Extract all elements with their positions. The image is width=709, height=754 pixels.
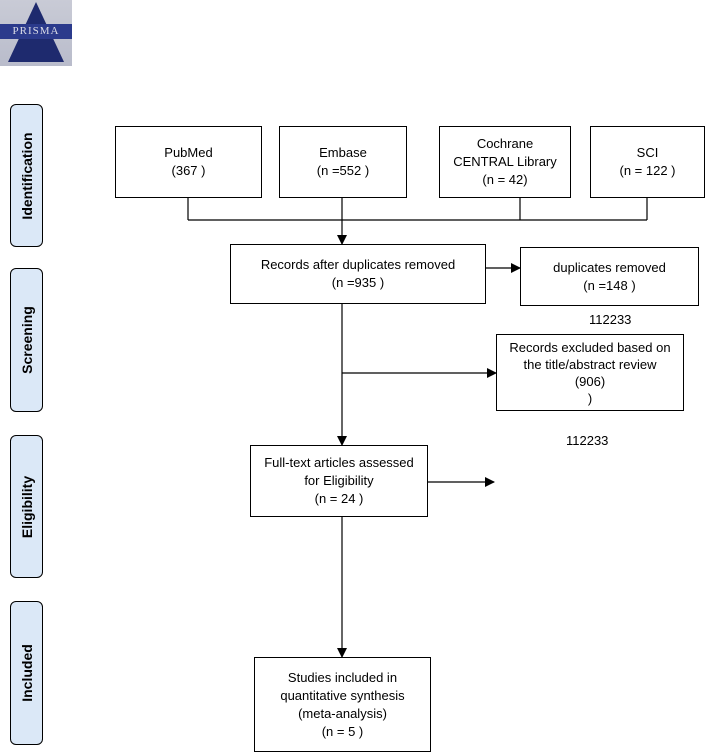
excluded-line-2: the title/abstract review — [523, 356, 657, 372]
pubmed-title: PubMed — [164, 145, 213, 160]
phase-identification: Identification — [10, 104, 43, 247]
after-duplicates-title: Records after duplicates removed — [260, 257, 456, 272]
excluded-line-1: Records excluded based on — [509, 339, 671, 355]
full-text-line-2: for Eligibility — [304, 473, 374, 488]
embase-title: Embase — [319, 145, 367, 160]
duplicates-removed-count: (n =148 ) — [583, 277, 636, 293]
box-excluded-title-abstract: Records excluded based on the title/abst… — [496, 334, 684, 411]
logo-text: PRISMA — [12, 25, 60, 37]
logo-bar — [0, 24, 72, 39]
box-included: Studies included in quantitative synthes… — [254, 657, 431, 752]
note-2: 112233 — [566, 433, 609, 448]
full-text-line-1: Full-text articles assessed — [264, 455, 414, 470]
phase-included: Included — [10, 601, 43, 745]
included-line-2: quantitative synthesis — [280, 687, 405, 703]
duplicates-removed-title: duplicates removed — [553, 259, 666, 275]
box-sci: SCI (n = 122 ) — [590, 126, 705, 198]
full-text-count: (n = 24 ) — [314, 491, 364, 506]
cochrane-title: Cochrane — [476, 136, 534, 151]
excluded-count: (906) — [574, 373, 606, 389]
included-line-1: Studies included in — [287, 669, 398, 685]
cochrane-subtitle: CENTRAL Library — [453, 154, 557, 169]
included-count: (n = 5 ) — [321, 723, 364, 739]
box-pubmed: PubMed (367 ) — [115, 126, 262, 198]
embase-count: (n =552 ) — [316, 163, 370, 178]
prisma-logo: PRISMA — [0, 0, 72, 66]
box-after-duplicates: Records after duplicates removed (n =935… — [230, 244, 486, 304]
after-duplicates-count: (n =935 ) — [331, 275, 385, 290]
note-1: 112233 — [589, 312, 632, 327]
phase-screening: Screening — [10, 268, 43, 412]
phase-eligibility: Eligibility — [10, 435, 43, 578]
box-cochrane: Cochrane CENTRAL Library (n = 42) — [439, 126, 571, 198]
pubmed-count: (367 ) — [171, 163, 206, 178]
cochrane-count: (n = 42) — [482, 172, 528, 187]
box-full-text: Full-text articles assessed for Eligibil… — [250, 445, 428, 517]
included-line-3: (meta-analysis) — [298, 705, 387, 721]
excluded-line-4: ) — [587, 390, 593, 406]
box-duplicates-removed: duplicates removed (n =148 ) — [520, 247, 699, 306]
sci-title: SCI — [636, 145, 659, 160]
box-embase: Embase (n =552 ) — [279, 126, 407, 198]
sci-count: (n = 122 ) — [619, 163, 676, 178]
